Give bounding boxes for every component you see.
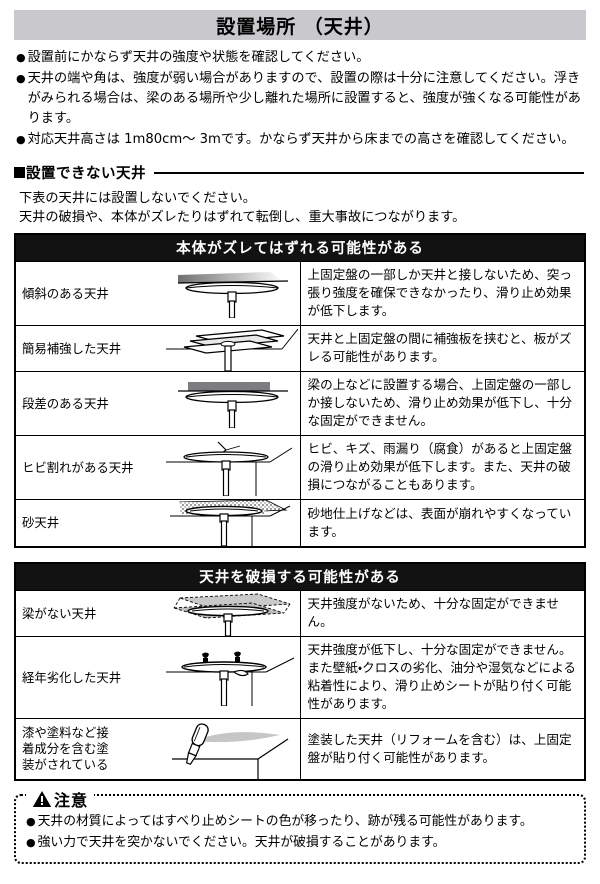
bullet-icon: ●	[16, 51, 26, 64]
caution-bullet-text: 強い力で天井を突かないでください。天井が破損することがあります。	[37, 835, 446, 850]
table-row: 梁がない天井	[14, 590, 586, 637]
ceiling-type-cell: 傾斜のある天井	[14, 261, 301, 326]
ceiling-type-label: 傾斜のある天井	[22, 285, 109, 301]
manual-page: 設置場所 （天井） ● 設置前にかならず天井の強度や状態を確認してください。 ●…	[0, 10, 600, 884]
caution-bullet-text: 天井の材質によってはすべり止めシートの色が移ったり、跡が残る可能性があります。	[37, 814, 533, 829]
ceiling-type-description: 天井強度が低下し、十分な固定ができません。また壁紙・クロスの劣化、油分や湿気など…	[299, 636, 586, 719]
ceiling-type-label: 段差のある天井	[22, 395, 109, 411]
ceiling-type-description: 塗装した天井（リフォームを含む）は、上固定盤が貼り付く可能性があります。	[299, 718, 586, 781]
sand-ceiling-figure	[166, 500, 298, 546]
table1-header-label: 本体がズレてはずれる可能性がある	[15, 234, 585, 262]
table-spacer	[14, 548, 586, 562]
ceiling-type-label: 砂天井	[22, 515, 60, 530]
ceiling-type-cell: 漆や塗料など接 着成分を含む塗 装がされている	[14, 718, 301, 781]
square-bullet-icon	[14, 167, 25, 178]
caution-heading: 注意	[26, 787, 574, 811]
bullet-icon: ●	[26, 836, 36, 849]
ceiling-type-label: ヒビ割れがある天井	[22, 459, 134, 475]
table-row: 簡易補強した天井 天井と上固定盤の間に補強板を挟む	[14, 325, 586, 372]
bullet-icon: ●	[16, 72, 26, 85]
ceiling-type-description: 天井と上固定盤の間に補強板を挟むと、板がズレる可能性があります。	[299, 325, 586, 372]
heading-rule-divider	[154, 171, 584, 174]
intro-bullet-text: 設置前にかならず天井の強度や状態を確認してください。	[27, 50, 370, 65]
caution-label: 注意	[54, 787, 95, 811]
table-row: ヒビ割れがある天井	[14, 435, 586, 500]
bullet-icon: ●	[16, 133, 26, 146]
ceiling-type-description: 梁の上などに設置する場合、上固定盤の一部しか接しないため、滑り止め効果が低下し、…	[299, 371, 586, 436]
painted-ceiling-figure	[166, 719, 298, 779]
lead-line-2: 天井の破損や、本体がズレたりはずれて転倒し、重大事故につながります。	[19, 210, 466, 225]
ceiling-type-label: 経年劣化した天井	[22, 669, 122, 685]
intro-bullet-list: ● 設置前にかならず天井の強度や状態を確認してください。 ● 天井の端や角は、強…	[14, 48, 586, 150]
section-lead-text: 下表の天井には設置しないでください。 天井の破損や、本体がズレたりはずれて転倒し…	[14, 189, 586, 227]
warning-triangle-icon	[26, 790, 54, 808]
ceiling-type-description: 天井強度がないため、十分な固定ができません。	[299, 590, 586, 637]
ceiling-type-cell: 段差のある天井	[14, 371, 301, 436]
caution-box: 注意 ● 天井の材質によってはすべり止めシートの色が移ったり、跡が残る可能性があ…	[14, 787, 586, 864]
bullet-icon: ●	[26, 815, 36, 828]
intro-bullet-item: ● 対応天井高さは 1m80cm～ 3mです。かならず天井から床までの高さを確認…	[16, 130, 586, 150]
intro-bullet-text: 対応天井高さは 1m80cm～ 3mです。かならず天井から床までの高さを確認して…	[27, 132, 575, 147]
table-row: 漆や塗料など接 着成分を含む塗 装がされている	[14, 718, 586, 781]
stepped-ceiling-figure	[166, 380, 298, 428]
ceiling-type-cell: 梁がない天井	[14, 590, 301, 637]
slip-risk-table: 本体がズレてはずれる可能性がある 傾斜のある天井	[14, 233, 586, 548]
ceiling-type-description: ヒビ、キズ、雨漏り（腐食）があると上固定盤の滑り止め効果が低下します。また、天井…	[299, 435, 586, 500]
ceiling-type-label: 漆や塗料など接 着成分を含む塗 装がされている	[22, 725, 109, 772]
intro-bullet-text: 天井の端や角は、強度が弱い場合がありますので、設置の際は十分に注意してください。…	[27, 71, 581, 126]
cracked-ceiling-figure	[165, 440, 298, 496]
section-heading-label: 設置できない天井	[26, 166, 146, 182]
aged-ceiling-figure	[165, 650, 298, 706]
ceiling-type-label: 簡易補強した天井	[22, 340, 122, 356]
no-beam-ceiling-figure	[166, 592, 298, 636]
ceiling-type-cell: 砂天井	[14, 499, 301, 548]
table-header-row: 本体がズレてはずれる可能性がある	[15, 234, 585, 262]
caution-bullet-item: ● 天井の材質によってはすべり止めシートの色が移ったり、跡が残る可能性があります…	[26, 812, 574, 832]
intro-bullet-item: ● 天井の端や角は、強度が弱い場合がありますので、設置の際は十分に注意してくださ…	[16, 69, 586, 129]
lead-line-1: 下表の天井には設置しないでください。	[19, 191, 256, 206]
sloped-ceiling-figure	[166, 270, 298, 318]
ceiling-type-cell: 簡易補強した天井	[14, 325, 301, 372]
ceiling-type-cell: 経年劣化した天井	[14, 636, 301, 719]
table-row: 段差のある天井 梁の上などに設置する場合、上固定盤	[14, 371, 586, 436]
intro-bullet-item: ● 設置前にかならず天井の強度や状態を確認してください。	[16, 48, 586, 68]
table-row: 砂天井	[14, 499, 586, 548]
table-row: 経年劣化した天井	[14, 636, 586, 719]
ceiling-damage-table: 天井を破損する可能性がある 梁がない天井	[14, 562, 586, 781]
ceiling-type-description: 砂地仕上げなどは、表面が崩れやすくなっています。	[299, 499, 586, 548]
page-title-bar: 設置場所 （天井）	[14, 10, 586, 40]
table2-header-label: 天井を破損する可能性がある	[15, 563, 585, 591]
ceiling-type-label: 梁がない天井	[22, 605, 97, 621]
ceiling-type-description: 上固定盤の一部しか天井と接しないため、突っ張り強度を確保できなかったり、滑り止め…	[299, 261, 586, 326]
table-row: 傾斜のある天井	[14, 261, 586, 326]
reinforced-board-figure	[165, 327, 298, 371]
page-title: 設置場所 （天井）	[216, 15, 384, 38]
table-header-row: 天井を破損する可能性がある	[15, 563, 585, 591]
ceiling-type-cell: ヒビ割れがある天井	[14, 435, 301, 500]
section-heading: 設置できない天井	[14, 162, 586, 183]
caution-bullet-item: ● 強い力で天井を突かないでください。天井が破損することがあります。	[26, 833, 574, 853]
